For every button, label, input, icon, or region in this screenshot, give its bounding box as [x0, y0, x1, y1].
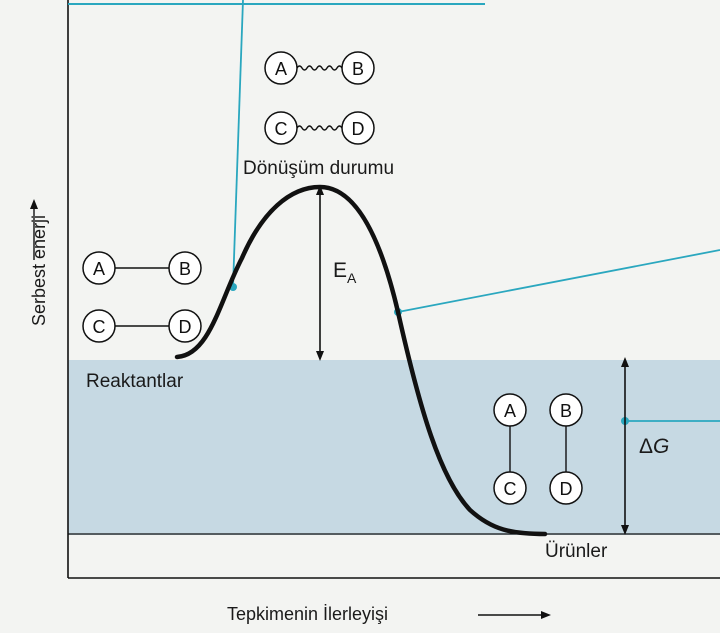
- reactants-label: Reaktantlar: [86, 371, 184, 392]
- product-atom-c: [493, 471, 527, 505]
- reactant-atom-a: [82, 251, 116, 285]
- y-axis-label: Serbest enerji: [29, 214, 49, 326]
- products-label: Ürünler: [545, 541, 608, 562]
- product-atom-b-label: B: [560, 401, 572, 421]
- energy-curve: [174, 184, 548, 537]
- reactant-atom-b: [168, 251, 202, 285]
- reactant-atom-c-label: C: [93, 317, 106, 337]
- transition-atom-c-label: C: [275, 119, 288, 139]
- activation-energy-main: E: [333, 259, 348, 282]
- reactant-atom-a-label: A: [93, 259, 105, 279]
- product-atom-c-label: C: [504, 479, 517, 499]
- product-atom-d: [549, 471, 583, 505]
- reactant-atom-d-label: D: [179, 317, 192, 337]
- transition-atom-a-label: A: [275, 59, 287, 79]
- transition-leader-line: [232, 0, 244, 288]
- x-axis-label: Tepkimenin İlerleyişi: [227, 604, 389, 624]
- delta-g-var: G: [653, 435, 670, 458]
- transition-bond-ab: [296, 65, 343, 71]
- reactant-atom-d: [168, 309, 202, 343]
- transition-atom-d-label: D: [352, 119, 365, 139]
- transition-bond-cd: [296, 125, 343, 131]
- transition-atom-b: [341, 51, 375, 85]
- activation-energy-label: EA: [333, 259, 357, 286]
- transition-atom-a: [264, 51, 298, 85]
- transition-atom-b-label: B: [352, 59, 364, 79]
- reactant-atom-c: [82, 309, 116, 343]
- delta-g-band: [68, 360, 720, 535]
- product-atom-a-label: A: [504, 401, 516, 421]
- transition-atom-c: [264, 111, 298, 145]
- product-atom-b: [549, 393, 583, 427]
- activation-energy-sub: A: [347, 270, 357, 286]
- transition-state-label: Dönüşüm durumu: [243, 158, 395, 179]
- delta-g-label: ΔG: [639, 435, 669, 459]
- transition-atom-d: [341, 111, 375, 145]
- delta-g-prefix: Δ: [639, 435, 654, 458]
- product-atom-d-label: D: [560, 479, 573, 499]
- descent-leader-line: [397, 249, 720, 313]
- product-atom-a: [493, 393, 527, 427]
- reactant-atom-b-label: B: [179, 259, 191, 279]
